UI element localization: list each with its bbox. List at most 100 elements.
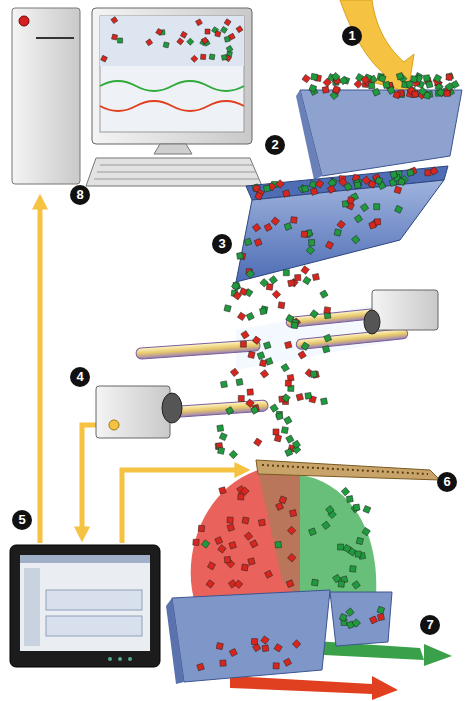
product-piece xyxy=(331,72,339,80)
product-piece xyxy=(118,38,123,43)
product-piece xyxy=(288,280,295,287)
product-piece xyxy=(398,178,406,186)
product-piece xyxy=(305,392,312,399)
product-piece xyxy=(395,205,403,213)
product-piece xyxy=(163,42,169,48)
product-piece xyxy=(230,368,238,376)
product-piece xyxy=(257,352,265,360)
product-piece xyxy=(217,425,224,432)
output xyxy=(166,590,452,700)
product-piece xyxy=(339,614,347,622)
product-piece xyxy=(298,351,306,359)
reject-stream xyxy=(191,470,300,606)
product-piece xyxy=(248,351,255,358)
product-piece xyxy=(216,643,223,650)
product-piece xyxy=(275,541,282,548)
product-piece xyxy=(221,26,228,33)
product-piece xyxy=(418,87,426,95)
product-piece xyxy=(271,217,279,225)
product-piece xyxy=(375,177,383,185)
product-piece xyxy=(227,524,235,532)
product-piece xyxy=(291,217,298,224)
product-piece xyxy=(274,435,281,442)
product-piece xyxy=(197,663,205,671)
product-piece xyxy=(258,519,265,526)
product-piece xyxy=(246,312,254,320)
product-piece xyxy=(177,38,184,45)
product-piece xyxy=(378,75,386,83)
callout-number: 5 xyxy=(12,510,32,530)
product-piece xyxy=(276,502,284,510)
product-piece xyxy=(325,241,333,249)
product-piece xyxy=(247,389,253,395)
product-piece xyxy=(244,532,252,540)
product-piece xyxy=(226,45,233,52)
product-piece xyxy=(156,28,163,35)
product-piece xyxy=(301,231,307,237)
product-piece xyxy=(352,581,360,589)
product-piece xyxy=(362,527,370,535)
reject-bin xyxy=(172,590,330,682)
product-piece xyxy=(263,342,271,350)
product-piece xyxy=(339,76,347,84)
controller xyxy=(10,545,160,667)
product-piece xyxy=(352,619,360,627)
product-piece xyxy=(215,31,221,37)
product-piece xyxy=(112,34,118,40)
product-piece xyxy=(327,185,335,193)
product-piece xyxy=(291,322,298,329)
product-piece xyxy=(326,506,334,514)
product-piece xyxy=(285,448,293,456)
tray-chute xyxy=(236,180,444,282)
product-piece xyxy=(227,517,233,523)
drive-slot xyxy=(36,37,74,39)
product-piece xyxy=(229,542,237,550)
product-piece xyxy=(377,614,384,621)
product-piece xyxy=(301,342,309,350)
product-piece xyxy=(207,562,215,570)
screen-panel xyxy=(46,590,142,610)
product-piece xyxy=(396,73,403,80)
product-piece xyxy=(285,380,291,386)
product-piece xyxy=(240,341,246,347)
product-piece xyxy=(237,252,244,259)
product-piece xyxy=(205,29,210,34)
product-piece xyxy=(261,636,269,644)
product-piece xyxy=(272,290,280,298)
product-piece xyxy=(360,203,368,211)
product-piece xyxy=(446,74,453,81)
product-piece xyxy=(355,551,361,557)
screen-panel xyxy=(46,616,142,636)
product-piece xyxy=(276,413,284,421)
infeed-arrow xyxy=(340,0,414,92)
status-led xyxy=(108,657,112,661)
product-piece xyxy=(180,31,187,38)
product-piece xyxy=(201,37,208,44)
lower-camera xyxy=(96,340,268,438)
product-piece xyxy=(292,640,300,648)
camera-lens xyxy=(364,310,380,334)
product-piece xyxy=(234,580,242,588)
product-piece xyxy=(369,221,377,229)
reject-outflow-head xyxy=(372,676,398,700)
hopper-side xyxy=(296,90,322,180)
ejector-bar xyxy=(256,460,440,480)
product-piece xyxy=(407,169,414,176)
product-piece xyxy=(198,525,205,532)
signal-arrow xyxy=(82,425,112,536)
product-piece xyxy=(320,290,328,298)
product-piece xyxy=(354,215,362,223)
product-piece xyxy=(338,544,344,550)
bin-side xyxy=(166,598,184,684)
callout-number: 2 xyxy=(265,135,285,155)
cable-port xyxy=(109,420,119,430)
product-piece xyxy=(238,395,244,401)
product-piece xyxy=(260,370,268,378)
product-piece xyxy=(285,341,292,348)
product-piece xyxy=(209,54,215,60)
product-piece xyxy=(437,88,445,96)
product-piece xyxy=(423,75,430,82)
product-piece xyxy=(206,580,214,588)
controller-screen xyxy=(20,555,150,651)
tower-case xyxy=(12,8,80,184)
